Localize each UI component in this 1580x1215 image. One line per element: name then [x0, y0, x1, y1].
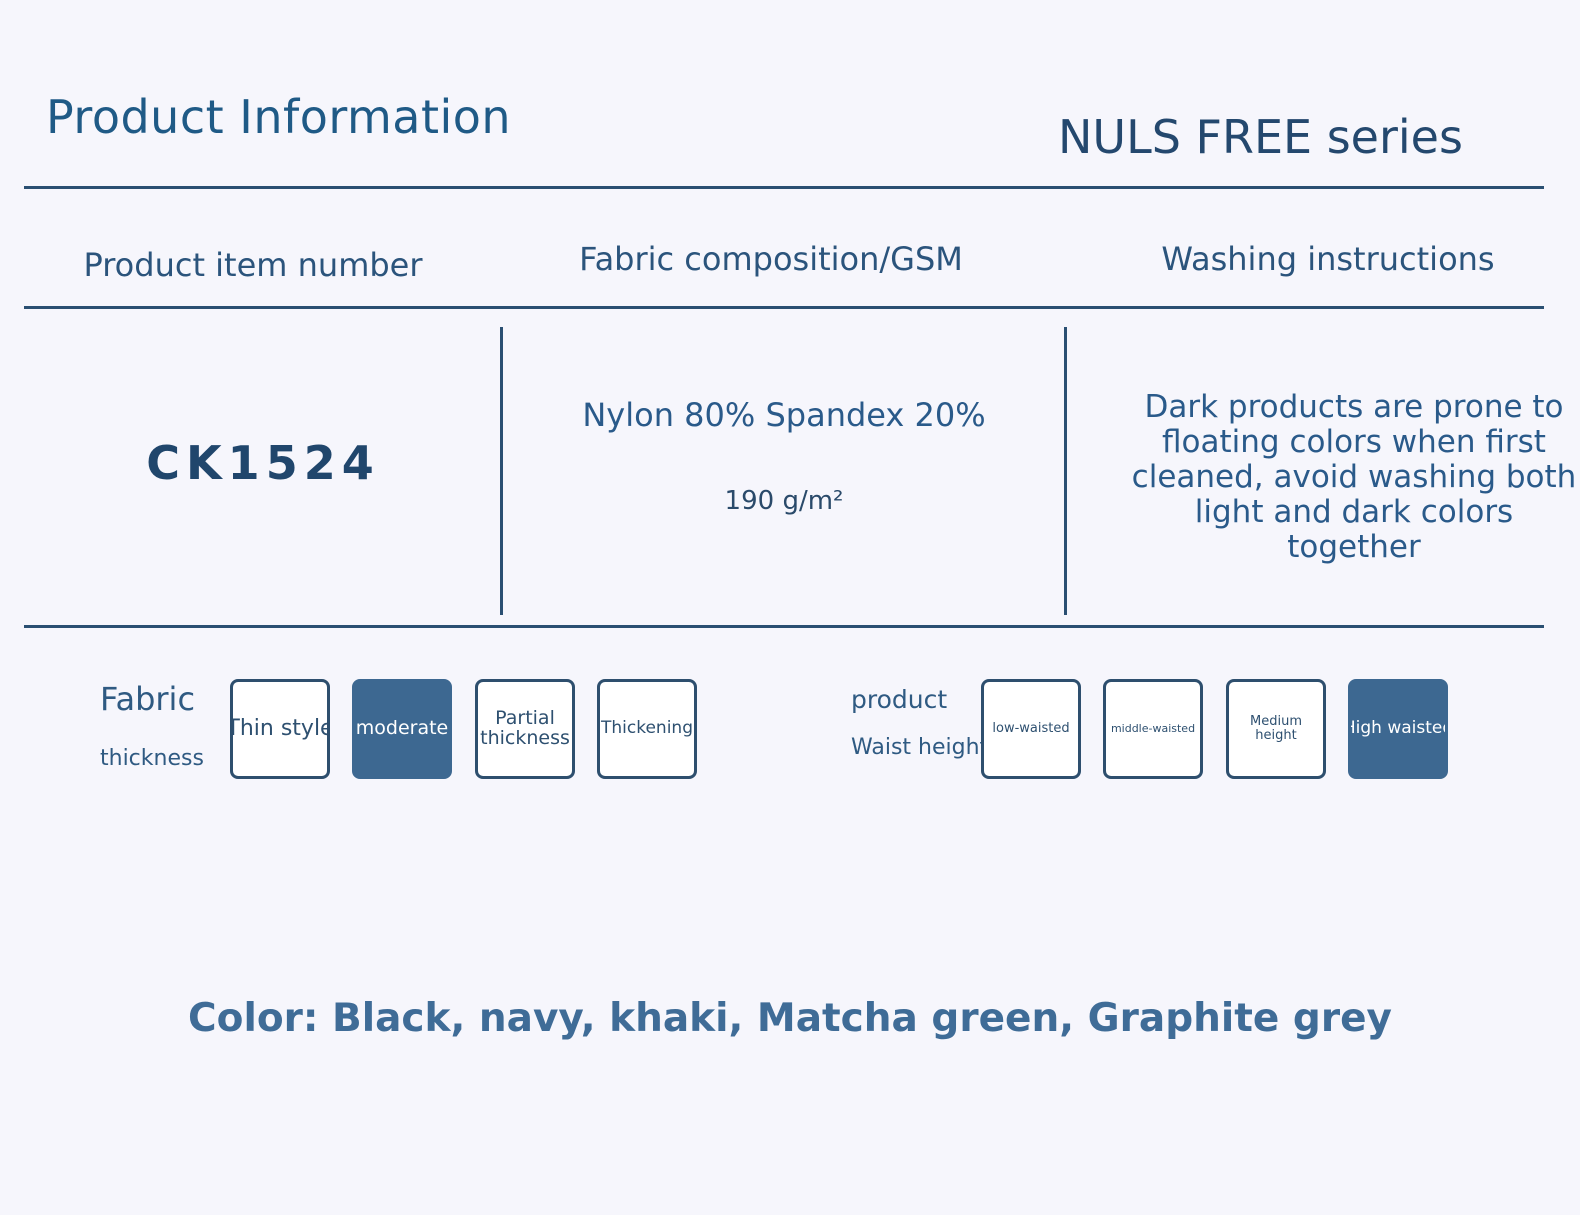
divider-top — [24, 186, 1544, 189]
thickness-option-thickening: Thickening — [597, 679, 697, 779]
washing-instructions-value: Dark products are prone to floating colo… — [1131, 389, 1577, 565]
thickness-option-partial-thickness: Partial thickness — [475, 679, 575, 779]
waist-option-high-waisted: High waisted — [1348, 679, 1448, 779]
column-divider-1 — [500, 327, 503, 615]
available-colors: Color: Black, navy, khaki, Matcha green,… — [188, 996, 1392, 1041]
thickness-option-moderate: moderate — [352, 679, 452, 779]
series-name: NULS FREE series — [1058, 110, 1463, 164]
waist-height-label-line1: product — [851, 685, 948, 714]
fabric-thickness-label-line1: Fabric — [100, 680, 196, 718]
gsm-value: 190 g/m² — [724, 486, 844, 516]
page-title: Product Information — [46, 90, 512, 144]
waist-height-label-line2: Waist height — [851, 735, 989, 760]
waist-option-medium-height: Medium height — [1226, 679, 1326, 779]
divider-body — [24, 625, 1544, 628]
column-header-item-number: Product item number — [83, 246, 423, 284]
fabric-thickness-label-line2: thickness — [100, 746, 204, 771]
waist-option-low-waisted: low-waisted — [981, 679, 1081, 779]
column-divider-2 — [1064, 327, 1067, 615]
column-header-composition: Fabric composition/GSM — [579, 240, 963, 278]
thickness-option-thin-style: Thin style — [230, 679, 330, 779]
divider-header — [24, 306, 1544, 309]
item-number-value: CK1524 — [146, 436, 380, 490]
waist-option-middle-waisted: middle-waisted — [1103, 679, 1203, 779]
composition-value: Nylon 80% Spandex 20% — [582, 396, 986, 434]
column-header-washing: Washing instructions — [1161, 240, 1495, 278]
